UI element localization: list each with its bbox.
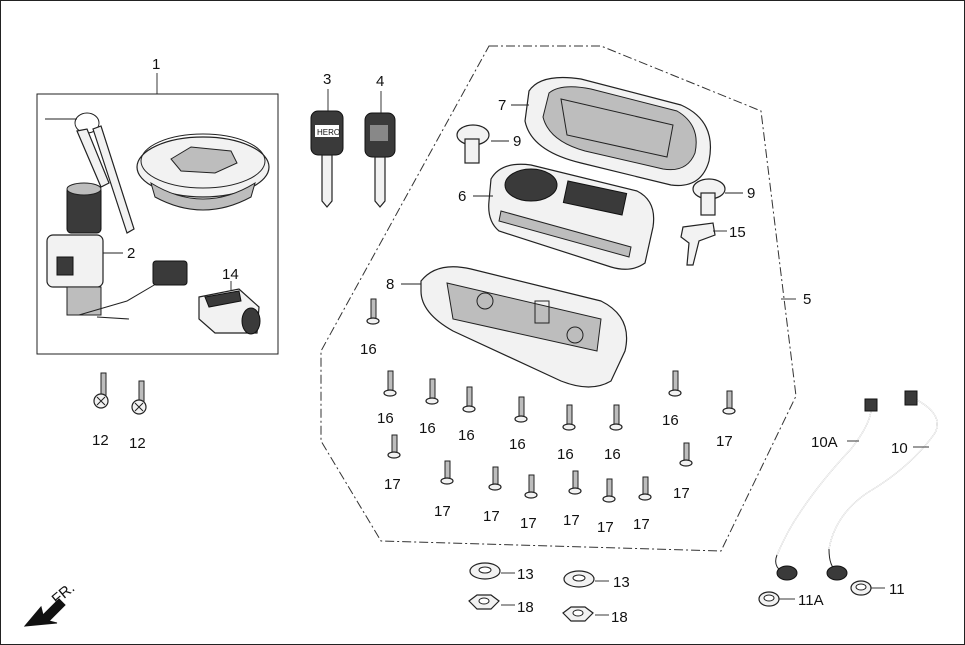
callout-3: 3 <box>323 71 331 88</box>
screw-12-left <box>93 372 109 409</box>
screw <box>562 404 576 431</box>
washer-13-right <box>563 570 595 588</box>
callout-5: 5 <box>803 291 811 308</box>
key-4 <box>364 112 396 208</box>
screw <box>602 478 616 503</box>
callout-16: 16 <box>662 412 679 429</box>
front-arrow-icon <box>23 598 66 627</box>
screw <box>387 434 401 459</box>
callout-10: 10 <box>891 440 908 457</box>
bulb-socket <box>680 222 716 266</box>
callout-9-left: 9 <box>513 133 521 150</box>
screw-12-right <box>131 380 147 415</box>
screw <box>488 466 502 491</box>
callout-17: 17 <box>434 503 451 520</box>
callout-10a: 10A <box>811 434 838 451</box>
callout-4: 4 <box>376 73 384 90</box>
callout-17: 17 <box>563 512 580 529</box>
callout-12-right: 12 <box>129 435 146 452</box>
screws-17 <box>387 390 736 503</box>
screw <box>668 370 682 397</box>
screw <box>514 396 528 423</box>
screw <box>366 298 380 325</box>
callout-16: 16 <box>360 341 377 358</box>
callout-16: 16 <box>419 420 436 437</box>
key-3: HERO <box>310 110 344 208</box>
screw <box>679 442 693 467</box>
callout-17: 17 <box>633 516 650 533</box>
cable-10 <box>826 390 938 581</box>
callout-18-right: 18 <box>611 609 628 626</box>
callout-12-left: 12 <box>92 432 109 449</box>
screw <box>638 476 652 501</box>
callout-15: 15 <box>729 224 746 241</box>
callout-16: 16 <box>509 436 526 453</box>
ignition-switch <box>45 112 188 320</box>
callout-17: 17 <box>384 476 401 493</box>
callout-1: 1 <box>152 56 160 73</box>
screws-16 <box>366 298 682 431</box>
callout-6: 6 <box>458 188 466 205</box>
grommet-right <box>692 178 726 216</box>
meter-lower-case <box>420 266 628 388</box>
callout-17: 17 <box>716 433 733 450</box>
screw <box>609 404 623 431</box>
nut-18-right <box>562 606 594 622</box>
callout-18-left: 18 <box>517 599 534 616</box>
nut-18-left <box>468 594 500 610</box>
seal-11a <box>758 591 780 607</box>
front-direction-label: FR. <box>49 580 78 609</box>
callout-11a: 11A <box>798 592 824 609</box>
group-1-box <box>36 93 279 355</box>
callout-16: 16 <box>557 446 574 463</box>
callout-16: 16 <box>604 446 621 463</box>
callout-17: 17 <box>520 515 537 532</box>
screw <box>524 474 538 499</box>
screw <box>568 470 582 495</box>
callout-7: 7 <box>498 97 506 114</box>
group-5-outline <box>320 45 797 552</box>
callout-9-right: 9 <box>747 185 755 202</box>
screw <box>722 390 736 415</box>
callout-13-left: 13 <box>517 566 534 583</box>
callout-17: 17 <box>597 519 614 536</box>
meter-cover <box>524 76 711 187</box>
callout-14: 14 <box>222 266 239 283</box>
callout-8: 8 <box>386 276 394 293</box>
seat-lock <box>198 288 261 335</box>
cable-10a <box>775 398 878 581</box>
screw <box>462 386 476 413</box>
callout-2: 2 <box>127 245 135 262</box>
fuel-cap <box>136 133 270 211</box>
screw <box>440 460 454 485</box>
callout-16: 16 <box>458 427 475 444</box>
washer-13-left <box>469 562 501 580</box>
seal-11 <box>850 580 872 596</box>
screw <box>425 378 439 405</box>
callout-17: 17 <box>673 485 690 502</box>
screw <box>383 370 397 397</box>
callout-11: 11 <box>889 581 905 598</box>
meter-unit <box>488 163 655 270</box>
callout-17: 17 <box>483 508 500 525</box>
callout-16: 16 <box>377 410 394 427</box>
callout-13-right: 13 <box>613 574 630 591</box>
grommet-left <box>456 124 490 164</box>
key-brand-text: HERO <box>317 128 340 137</box>
